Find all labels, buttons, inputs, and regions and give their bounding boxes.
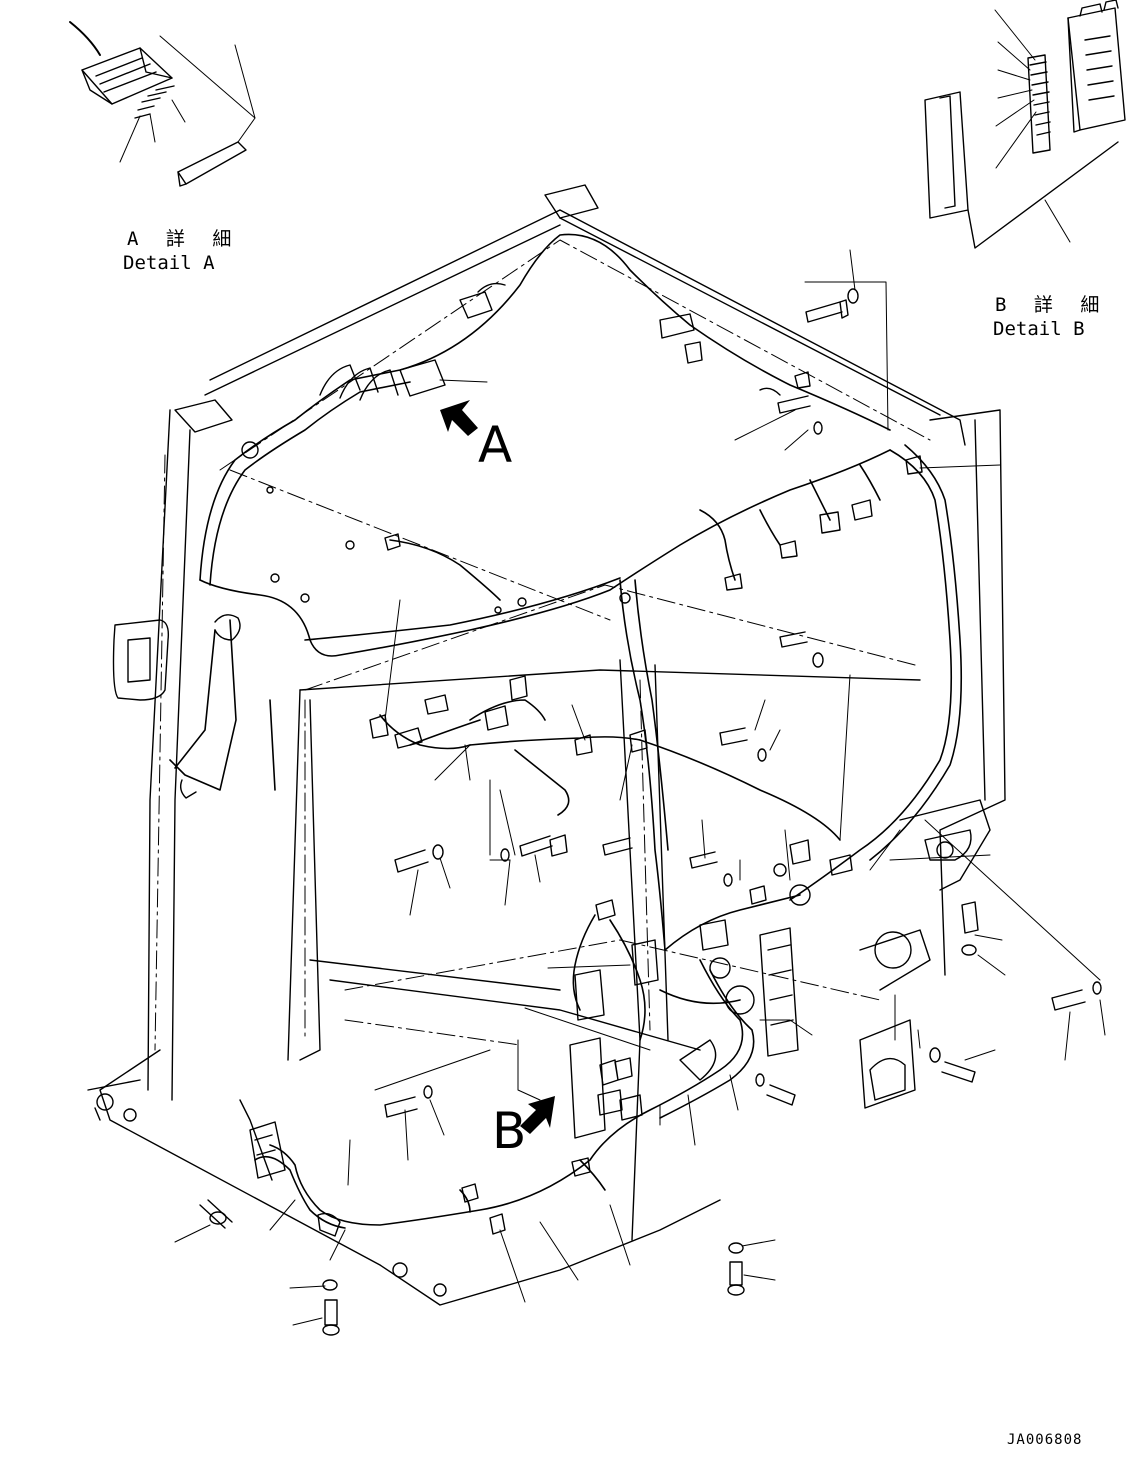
drawing-code: JA006808 xyxy=(1007,1432,1083,1448)
view-a-label: A xyxy=(478,416,513,474)
view-b-label: B xyxy=(492,1102,527,1160)
detail-a-title-en: Detail A xyxy=(123,252,215,274)
view-arrow-a xyxy=(440,400,478,436)
view-arrow-b xyxy=(520,1096,555,1134)
detail-b-title-en: Detail B xyxy=(993,318,1085,340)
fasteners xyxy=(199,288,1102,1336)
detail-a-title-jp: A 詳 細 xyxy=(127,228,240,250)
detail-a-inset xyxy=(69,21,256,187)
cab-frame-centerlines xyxy=(154,239,931,1051)
wiring-harness xyxy=(169,233,963,1229)
detail-b-title-jp: B 詳 細 xyxy=(995,294,1108,316)
connectors xyxy=(179,282,923,1237)
leader-lines xyxy=(174,249,1106,1326)
detail-b-inset xyxy=(924,0,1126,249)
cab-frame xyxy=(87,184,1006,1306)
